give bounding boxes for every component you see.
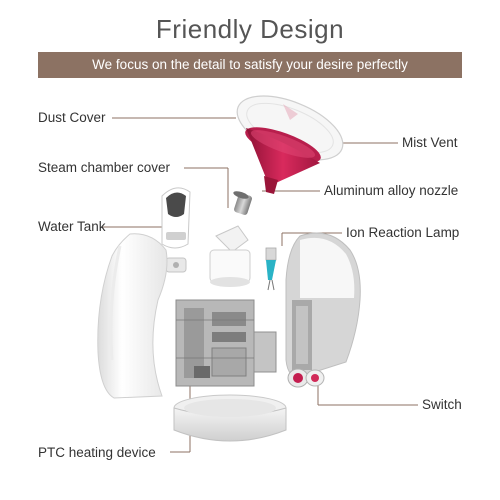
left-shell-part (97, 233, 168, 399)
label-aluminum-nozzle: Aluminum alloy nozzle (324, 183, 459, 198)
page-title: Friendly Design (155, 14, 345, 44)
base-tray-part (173, 394, 287, 442)
mist-vent-part (245, 127, 321, 194)
label-water-tank: Water Tank (38, 219, 106, 234)
right-shell-part (285, 232, 361, 378)
ptc-heating-device-part (175, 299, 277, 387)
steam-chamber-cover-part (209, 225, 251, 287)
ion-lamp-part (265, 247, 277, 291)
water-tank-part (161, 187, 191, 273)
aluminum-nozzle-part (233, 191, 252, 215)
label-steam-chamber-cover: Steam chamber cover (38, 160, 171, 175)
label-switch: Switch (422, 397, 462, 412)
tagline-text: We focus on the detail to satisfy your d… (92, 57, 408, 72)
label-ion-reaction-lamp: Ion Reaction Lamp (346, 225, 460, 240)
label-dust-cover: Dust Cover (38, 110, 106, 125)
tagline-banner: We focus on the detail to satisfy your d… (38, 52, 462, 78)
label-mist-vent: Mist Vent (402, 135, 458, 150)
label-ptc-heating-device: PTC heating device (38, 445, 156, 460)
switch-part (287, 368, 325, 388)
